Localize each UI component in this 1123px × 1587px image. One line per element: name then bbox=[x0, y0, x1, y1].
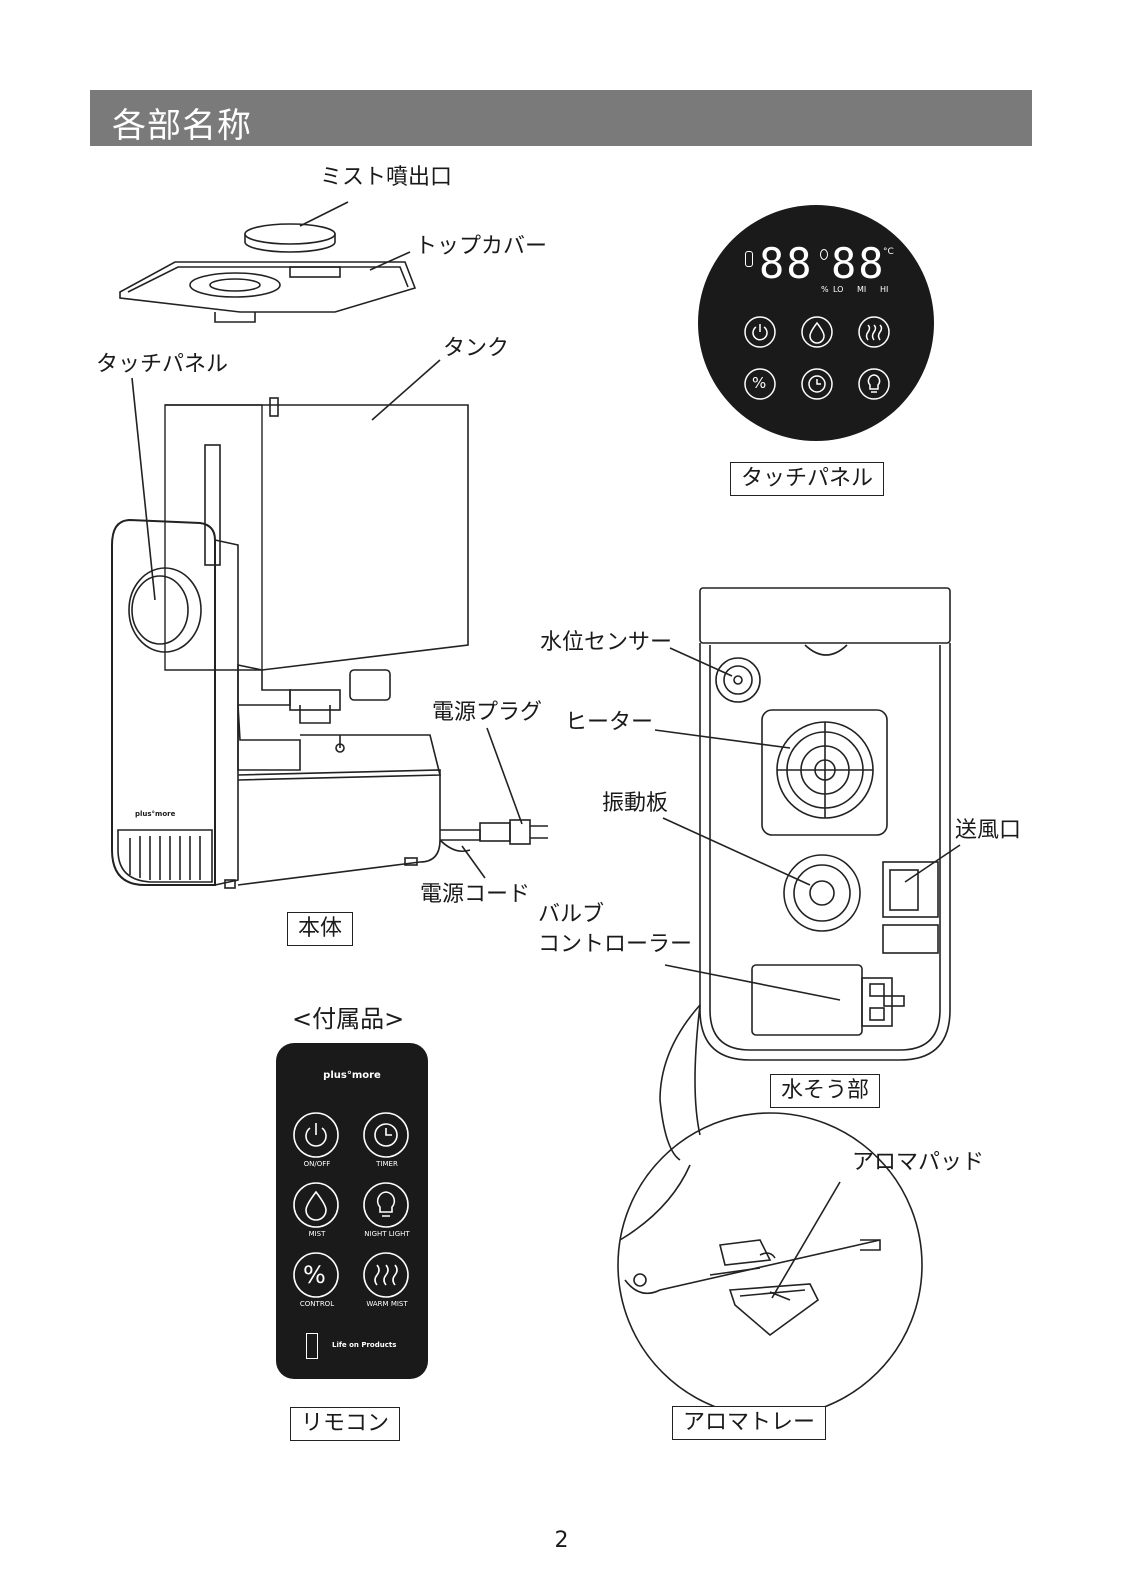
level-hi: HI bbox=[880, 285, 888, 294]
celsius-unit: °C bbox=[883, 247, 894, 257]
panel-mist-button[interactable] bbox=[802, 317, 832, 347]
warm-mist-icon bbox=[867, 325, 882, 340]
remote-brand: plus°more bbox=[276, 1070, 428, 1081]
label-power-cord: 電源コード bbox=[420, 884, 530, 906]
remote-buttons bbox=[285, 1108, 420, 1323]
label-valve-controller-1: バルブ bbox=[538, 904, 604, 926]
display-right-digits: 88 bbox=[831, 243, 886, 285]
unit-brand: plus°more bbox=[135, 810, 175, 818]
remote-footer-logo bbox=[306, 1333, 318, 1359]
panel-timer-button[interactable] bbox=[802, 369, 832, 399]
remote-label-night-light: NIGHT LIGHT bbox=[350, 1230, 424, 1238]
panel-power-button[interactable] bbox=[745, 317, 775, 347]
drop-indicator-icon bbox=[820, 249, 828, 260]
label-water-level-sensor: 水位センサー bbox=[540, 632, 672, 654]
power-icon bbox=[306, 1123, 326, 1146]
level-mi: MI bbox=[857, 285, 866, 294]
power-icon bbox=[753, 324, 767, 340]
mist-drop-icon bbox=[810, 323, 824, 343]
water-tank-section-illustration bbox=[655, 588, 960, 1060]
bulb-icon bbox=[868, 375, 879, 392]
warm-mist-icon bbox=[375, 1265, 397, 1285]
bulb-icon bbox=[378, 1192, 395, 1216]
remote-mist-button[interactable] bbox=[294, 1183, 338, 1227]
touch-panel-display: 88 88 °C % LO MI HI bbox=[745, 243, 895, 298]
remote-footer-brand: Life on Products bbox=[332, 1341, 396, 1349]
display-left-digits: 88 bbox=[759, 243, 814, 285]
label-vibration-plate: 振動板 bbox=[602, 793, 668, 815]
label-mist-outlet: ミスト噴出口 bbox=[320, 167, 452, 189]
label-top-cover: トップカバー bbox=[415, 236, 547, 258]
aroma-tray-illustration bbox=[618, 1005, 922, 1417]
remote-label-mist: MIST bbox=[286, 1230, 348, 1238]
level-lo: LO bbox=[833, 285, 843, 294]
label-touch-panel: タッチパネル bbox=[96, 354, 228, 376]
caption-touch-panel: タッチパネル bbox=[730, 462, 884, 496]
remote-warm-mist-button[interactable] bbox=[364, 1253, 408, 1297]
page-number: 2 bbox=[0, 1528, 1123, 1553]
label-valve-controller-2: コントローラー bbox=[538, 934, 692, 956]
mist-drop-icon bbox=[306, 1192, 326, 1220]
touch-panel-buttons bbox=[740, 310, 895, 410]
panel-light-button[interactable] bbox=[859, 369, 889, 399]
panel-warm-mist-button[interactable] bbox=[859, 317, 889, 347]
caption-water-tank-section: 水そう部 bbox=[770, 1074, 880, 1108]
label-aroma-pad: アロマパッド bbox=[852, 1152, 984, 1174]
remote-label-timer: TIMER bbox=[356, 1160, 418, 1168]
thermometer-icon bbox=[745, 251, 753, 267]
panel-percent-icon: % bbox=[752, 374, 766, 392]
caption-remote: リモコン bbox=[290, 1407, 400, 1441]
caption-aroma-tray: アロマトレー bbox=[672, 1406, 826, 1440]
remote-percent-icon: % bbox=[303, 1261, 326, 1289]
label-heater: ヒーター bbox=[565, 712, 653, 734]
remote-label-control: CONTROL bbox=[286, 1300, 348, 1308]
caption-body: 本体 bbox=[287, 912, 353, 946]
remote-night-light-button[interactable] bbox=[364, 1183, 408, 1227]
remote-label-onoff: ON/OFF bbox=[286, 1160, 348, 1168]
remote-timer-button[interactable] bbox=[364, 1113, 408, 1157]
percent-unit: % bbox=[821, 285, 829, 294]
humidifier-body-illustration bbox=[112, 202, 548, 888]
remote-power-button[interactable] bbox=[294, 1113, 338, 1157]
label-air-outlet: 送風口 bbox=[955, 820, 1021, 842]
label-tank: タンク bbox=[443, 338, 509, 360]
label-power-plug: 電源プラグ bbox=[432, 702, 542, 724]
caption-accessories: <付属品> bbox=[292, 1007, 404, 1031]
remote-label-warm-mist: WARM MIST bbox=[350, 1300, 424, 1308]
